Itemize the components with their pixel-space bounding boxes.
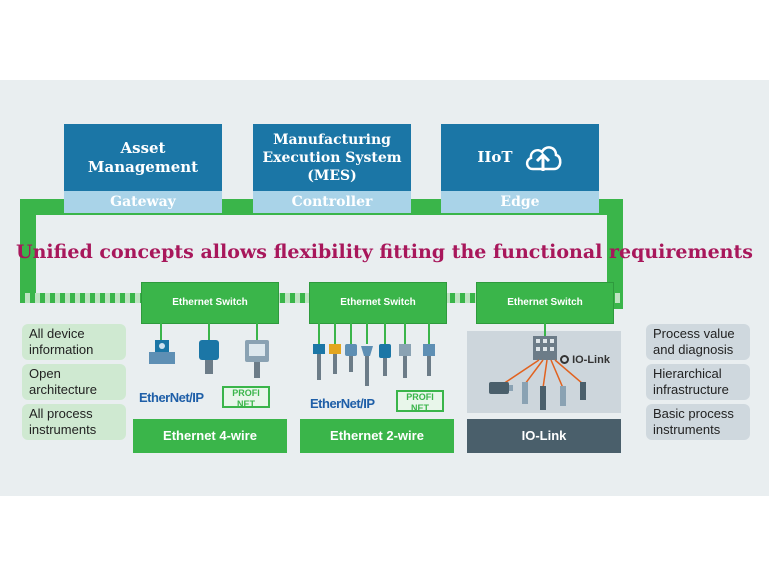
pill-basic-process-instruments: Basic process instruments xyxy=(646,404,750,440)
transmitter-icon xyxy=(379,344,391,376)
gateway-label: Gateway xyxy=(64,191,222,213)
ethernet-ip-logo-1: EtherNet/IP xyxy=(139,390,204,405)
temperature-sensor-icon xyxy=(329,344,341,374)
level-sensor-icon xyxy=(313,344,325,380)
sensor-b-icon xyxy=(540,386,546,410)
sensor-d-icon xyxy=(580,382,586,400)
io-link-logo: IO-Link xyxy=(560,354,610,366)
ethernet-switch-3: Ethernet Switch xyxy=(476,282,614,324)
iiot-box: IIoT xyxy=(441,124,599,191)
radar-sensor-icon xyxy=(361,346,373,386)
ethernet-switch-1: Ethernet Switch xyxy=(141,282,279,324)
pill-open-architecture: Open architecture xyxy=(22,364,126,400)
ethernet-ip-logo-2: EtherNet/IP xyxy=(310,396,375,411)
io-link-master-icon xyxy=(533,336,557,360)
band-ethernet-2wire: Ethernet 2-wire xyxy=(300,419,454,453)
cloud-upload-icon xyxy=(525,145,562,171)
band-ethernet-4wire: Ethernet 4-wire xyxy=(133,419,287,453)
profinet-logo-1: PROFI NET xyxy=(222,386,270,409)
ethernet-switch-2: Ethernet Switch xyxy=(309,282,447,324)
backbone-right xyxy=(607,199,623,309)
ethernet-4wire-devices xyxy=(149,322,269,378)
sensor-a-icon xyxy=(522,382,528,404)
pill-all-device-information: All device information xyxy=(22,324,126,360)
pill-hierarchical-infrastructure: Hierarchical infrastructure xyxy=(646,364,750,400)
mes-box: Manufacturing Execution System (MES) xyxy=(253,124,411,191)
pressure-transmitter-icon xyxy=(199,340,219,374)
pill-all-process-instruments: All process instruments xyxy=(22,404,126,440)
io-link-logo-icon xyxy=(560,355,569,364)
profinet-logo-2: PROFI NET xyxy=(396,390,444,413)
flow-sensor-icon xyxy=(399,344,411,378)
analyzer-icon xyxy=(245,340,269,378)
controller-label: Controller xyxy=(253,191,411,213)
motor-icon xyxy=(489,382,513,394)
band-io-link: IO-Link xyxy=(467,419,621,453)
probe-icon xyxy=(423,344,435,376)
ethernet-2wire-devices xyxy=(313,322,435,386)
sensor-c-icon xyxy=(560,386,566,406)
asset-management-box: Asset Management xyxy=(64,124,222,191)
io-link-devices xyxy=(489,322,586,410)
headline: Unified concepts allows flexibility fitt… xyxy=(16,241,753,263)
iiot-label: IIoT xyxy=(477,148,513,166)
backbone-left xyxy=(20,199,36,301)
pill-process-value: Process value and diagnosis xyxy=(646,324,750,360)
flowmeter-icon xyxy=(149,340,175,364)
edge-label: Edge xyxy=(441,191,599,213)
pressure-sensor-icon xyxy=(345,344,357,372)
